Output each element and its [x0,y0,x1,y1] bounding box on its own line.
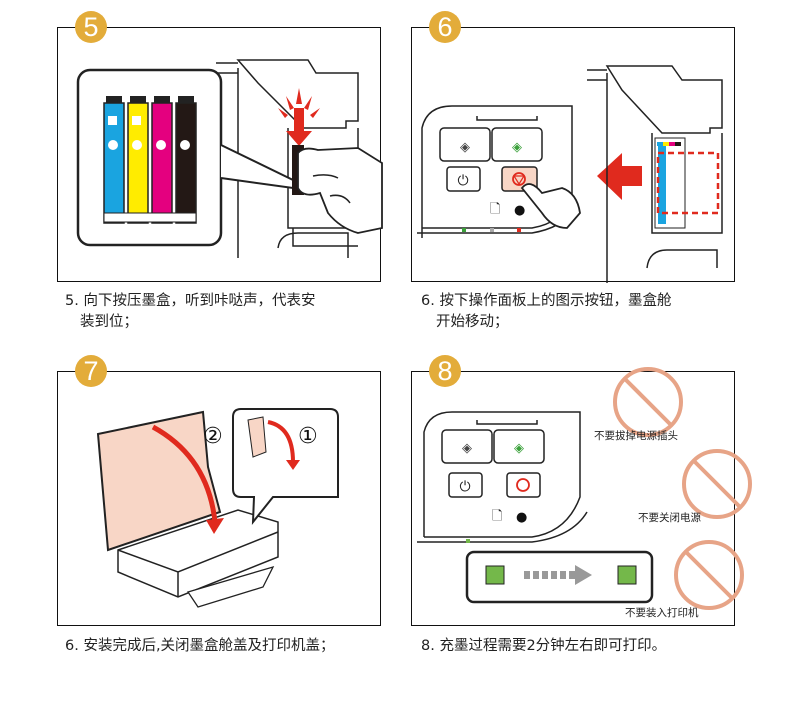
svg-text:⏻: ⏻ [459,479,470,495]
svg-text:◈: ◈ [514,441,524,456]
svg-text:🗋: 🗋 [490,202,500,217]
black-cartridge [175,102,197,224]
step-8-caption: 8. 充墨过程需要2分钟左右即可打印。 [421,638,667,654]
step-7-caption: 6. 安装完成后,关闭墨盒舱盖及打印机盖； [65,638,335,654]
led-callout [465,550,654,604]
prohibit-load-paper-icon [674,540,744,610]
step-label-1: ① [298,424,318,449]
finger-icon [297,147,383,234]
press-down-arrow [278,88,320,146]
warning-power-off: 不要关闭电源 [638,512,701,524]
carriage-outline [656,151,720,215]
svg-text:◈: ◈ [462,441,472,456]
step-label-2: ② [203,424,223,449]
magenta-cartridge [151,102,173,224]
led-solid [617,565,637,585]
printer-body [117,509,279,598]
svg-text:🗋: 🗋 [492,509,502,524]
cartridges [103,102,197,224]
step-5-panel [57,27,383,282]
warning-load-paper: 不要装入打印机 [625,607,699,619]
power-button [446,166,481,192]
step-7-illustration: ② ① [96,408,339,608]
ink-drop-icon: ● [514,203,525,218]
copy-bw-button [439,127,491,162]
hand-icon [520,183,581,229]
output-tray [186,565,275,608]
step-6-badge: 6 [429,11,461,43]
warning-unplug: 不要拔掉电源插头 [594,430,678,442]
prohibit-unplug-icon [613,367,683,437]
scanner-lid [96,410,222,552]
step-7-badge: 7 [75,355,107,387]
step-8-illustration: ◈ ◈ ⏻ 🗋 ● [417,367,752,610]
prohibit-power-off-icon [682,449,752,519]
step-5-illustration [76,59,383,258]
step-6-illustration: ◈ ◈ ⏻ 🗋 ● [417,65,723,283]
step-5-badge: 5 [75,11,107,43]
step-7-panel: ② ① [57,371,381,626]
svg-text:●: ● [516,510,527,525]
move-left-arrow [597,153,642,200]
step-6-caption: 6. 按下操作面板上的图示按钮，墨盒舱 开始移动； [421,293,672,330]
step-8-badge: 8 [429,355,461,387]
step-6-panel: ◈ ◈ ⏻ 🗋 ● [411,27,735,283]
led-blinking [485,565,505,585]
power-icon: ⏻ [457,173,468,189]
svg-text:◈: ◈ [512,140,522,155]
step-8-panel: ◈ ◈ ⏻ 🗋 ● 不要拔掉电源插头 [411,367,752,626]
svg-text:◈: ◈ [460,140,470,155]
copy-color-button [491,127,543,162]
step-5-caption: 5. 向下按压墨盒，听到咔哒声，代表安 装到位； [65,293,316,330]
